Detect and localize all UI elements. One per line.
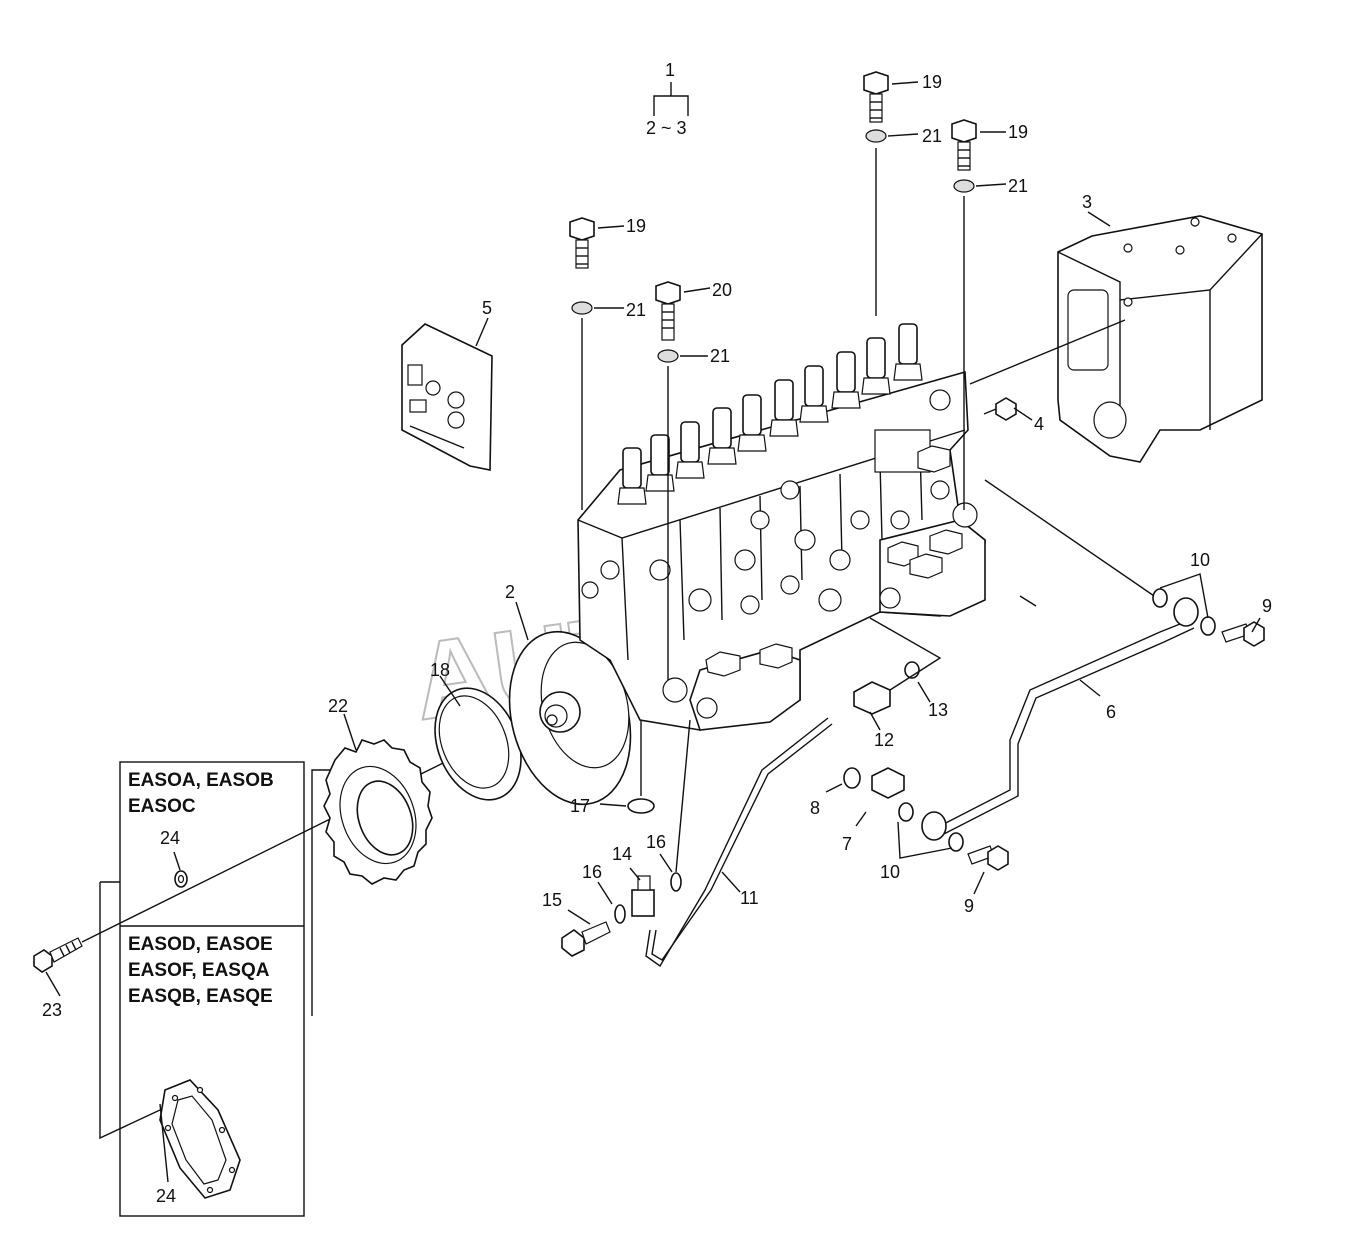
callout-13: 13	[928, 700, 948, 720]
pump-flange-2	[508, 630, 632, 806]
callout-10-top: 10	[1190, 550, 1210, 570]
callout-20: 20	[712, 280, 732, 300]
callout-22: 22	[328, 696, 348, 716]
washer-10-top-b	[1200, 616, 1216, 636]
variant-box2-line2: EASOF, EASQA	[128, 960, 270, 981]
callout-1: 1	[665, 60, 675, 80]
variant-boxes: EASOA, EASOB EASOC EASOD, EASOE EASOF, E…	[99, 761, 330, 1217]
bracket-1	[653, 95, 689, 116]
plug-7	[871, 767, 905, 799]
control-unit-5	[401, 323, 493, 471]
connector-12	[853, 681, 891, 715]
bolt-19-top	[863, 71, 889, 123]
washer-16-left	[614, 904, 626, 924]
callout-21-left: 21	[626, 300, 646, 320]
washer-21-mid	[657, 349, 679, 363]
callout-18: 18	[430, 660, 450, 680]
washer-21-left	[571, 301, 593, 315]
variant-box1-line1: EASOA, EASOB	[128, 770, 274, 791]
o-ring-17	[627, 798, 655, 814]
bolt-9-bottom	[967, 845, 1009, 871]
bolt-15	[561, 921, 611, 957]
callout-5: 5	[482, 298, 492, 318]
callout-14: 14	[612, 844, 632, 864]
leader-lines	[45, 81, 1261, 1183]
callout-4: 4	[1034, 414, 1044, 434]
bolt-19-left	[569, 217, 595, 269]
callout-2: 2	[505, 582, 515, 602]
delivery-valve-row	[617, 323, 923, 505]
callout-19-right: 19	[1008, 122, 1028, 142]
callout-3: 3	[1082, 192, 1092, 212]
washer-10-top-a	[1152, 588, 1168, 608]
washer-21-top	[865, 129, 887, 143]
oil-seal-18	[434, 687, 522, 801]
callout-23: 23	[42, 1000, 62, 1020]
pipe-11	[645, 717, 829, 968]
callout-17: 17	[570, 796, 590, 816]
callout-6: 6	[1106, 702, 1116, 722]
callout-10-bottom: 10	[880, 862, 900, 882]
washer-10-bottom-a	[898, 802, 914, 822]
callout-21-right: 21	[1008, 176, 1028, 196]
callout-21-mid: 21	[710, 346, 730, 366]
banjo-fitting-14	[631, 875, 655, 917]
callout-16-right: 16	[646, 832, 666, 852]
bolt-9-top	[1221, 621, 1265, 647]
washer-16-right	[670, 872, 682, 892]
callout-8: 8	[810, 798, 820, 818]
callout-7: 7	[842, 834, 852, 854]
variant-box-outline	[119, 761, 305, 1217]
washer-10-bottom-b	[948, 832, 964, 852]
plug-4	[983, 397, 1017, 421]
bolt-19-right	[951, 119, 977, 171]
callout-2-3: 2 ~ 3	[646, 118, 687, 138]
variant-box2-line3: EASQB, EASQE	[128, 986, 273, 1007]
callout-12: 12	[874, 730, 894, 750]
washer-8	[843, 767, 861, 789]
variant-box1-line2: EASOC	[128, 796, 196, 817]
callout-16-left: 16	[582, 862, 602, 882]
governor-housing-3	[1057, 215, 1263, 463]
callout-9-bottom: 9	[964, 896, 974, 916]
callout-labels: 1 2 ~ 3 19 21 19 21 3 19 20 21 21 5 4 10…	[42, 60, 1272, 1206]
callout-19-top: 19	[922, 72, 942, 92]
callout-11: 11	[740, 888, 759, 908]
callout-9-top: 9	[1262, 596, 1272, 616]
gasket-24-ring	[159, 1079, 241, 1199]
bolt-20	[655, 281, 681, 341]
pipe-6	[935, 619, 1191, 829]
washer-21-right	[953, 179, 975, 193]
callout-15: 15	[542, 890, 562, 910]
callout-19-left: 19	[626, 216, 646, 236]
variant-box2-line1: EASOD, EASOE	[128, 934, 273, 955]
bolt-23	[33, 937, 83, 973]
callout-21-top: 21	[922, 126, 942, 146]
callout-24-top: 24	[160, 828, 180, 848]
callout-24-bottom: 24	[156, 1186, 176, 1206]
drive-gear-22	[323, 739, 433, 885]
